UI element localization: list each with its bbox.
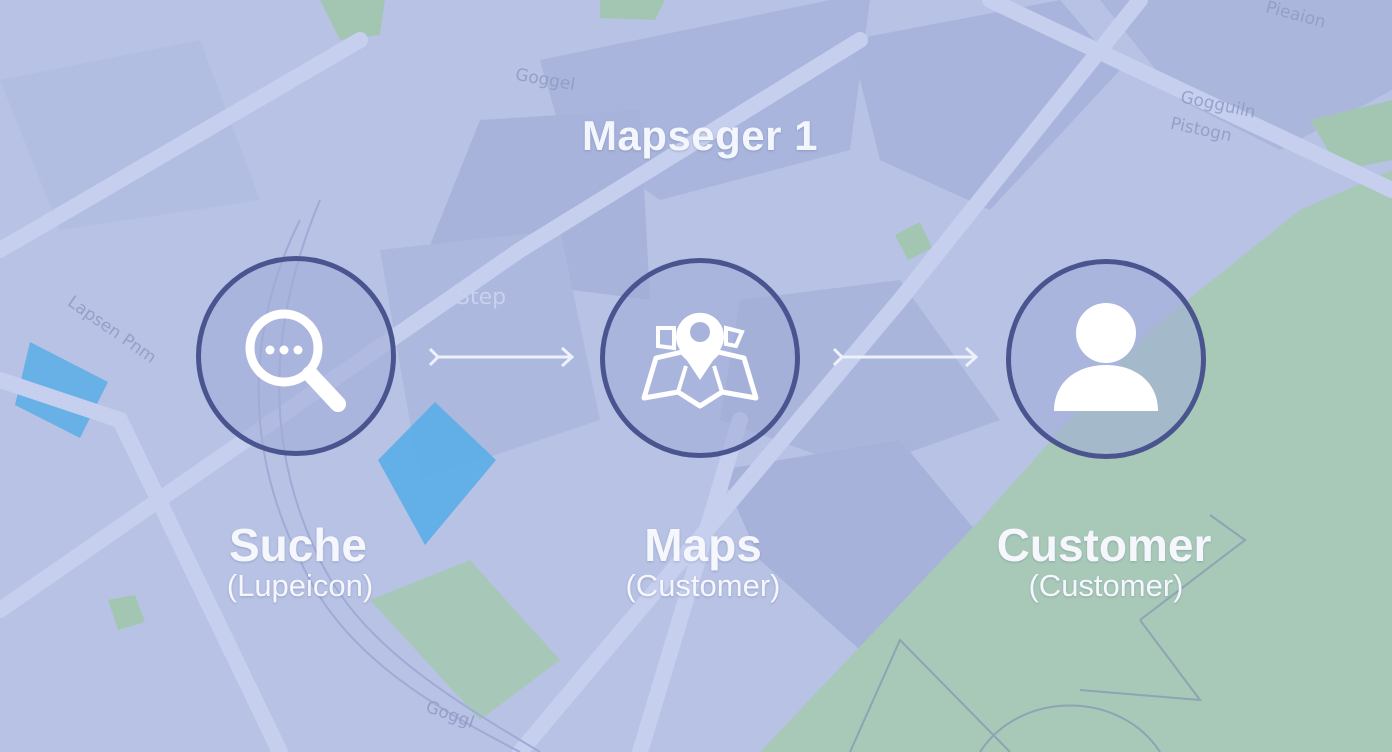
arrow-right-icon — [428, 346, 575, 368]
node-search — [196, 256, 396, 456]
arrow-right-icon — [832, 346, 979, 368]
node-sublabel-maps: (Customer) — [625, 568, 781, 603]
map-pin-icon — [641, 312, 759, 409]
diagram-title: Mapseger 1 — [581, 112, 819, 159]
person-icon — [1054, 303, 1158, 411]
node-label-search: Suche — [228, 519, 368, 571]
step-watermark: Step — [456, 285, 507, 310]
node-maps — [600, 258, 800, 458]
node-sublabel-customer: (Customer) — [1028, 568, 1184, 603]
node-label-maps: Maps — [644, 519, 762, 571]
node-sublabel-search: (Lupeicon) — [226, 568, 374, 603]
search-chat-icon — [245, 309, 346, 412]
node-customer — [1006, 259, 1206, 459]
node-label-customer: Customer — [996, 519, 1212, 571]
